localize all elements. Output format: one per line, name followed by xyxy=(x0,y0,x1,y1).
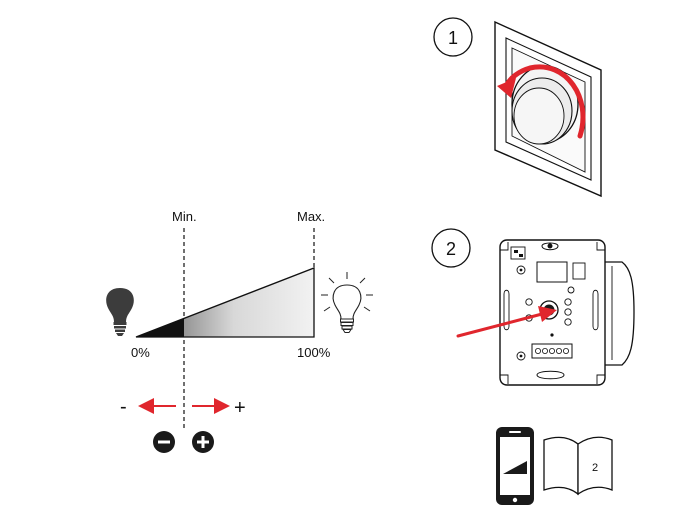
decrease-sign: - xyxy=(120,396,127,418)
manual-page-number: 2 xyxy=(592,462,598,474)
bulb-off-icon xyxy=(106,288,134,336)
brightness-slider-icon xyxy=(503,461,527,474)
max-label: Max. xyxy=(297,209,325,224)
step-1-badge xyxy=(433,17,473,57)
step-1: 1 xyxy=(433,17,602,198)
minimum-zone xyxy=(136,318,184,337)
start-percent-label: 0% xyxy=(131,345,150,360)
step-2: 2 xyxy=(431,228,635,386)
step-1-number: 1 xyxy=(448,28,458,48)
manual-book-icon: 2 xyxy=(543,436,613,496)
min-label: Min. xyxy=(172,209,197,224)
rotary-knob-icon xyxy=(494,20,602,198)
plus-circle-icon xyxy=(192,431,214,453)
brightness-scale: Min. Max. 0% 100% xyxy=(106,209,373,453)
end-percent-label: 100% xyxy=(297,345,331,360)
bulb-on-icon xyxy=(321,272,373,333)
step-2-badge xyxy=(431,228,471,268)
smartphone-icon xyxy=(496,427,534,505)
minus-circle-icon xyxy=(153,431,175,453)
dimmer-module-icon xyxy=(456,239,635,386)
step-2-number: 2 xyxy=(446,239,456,259)
increase-sign: + xyxy=(234,397,246,419)
